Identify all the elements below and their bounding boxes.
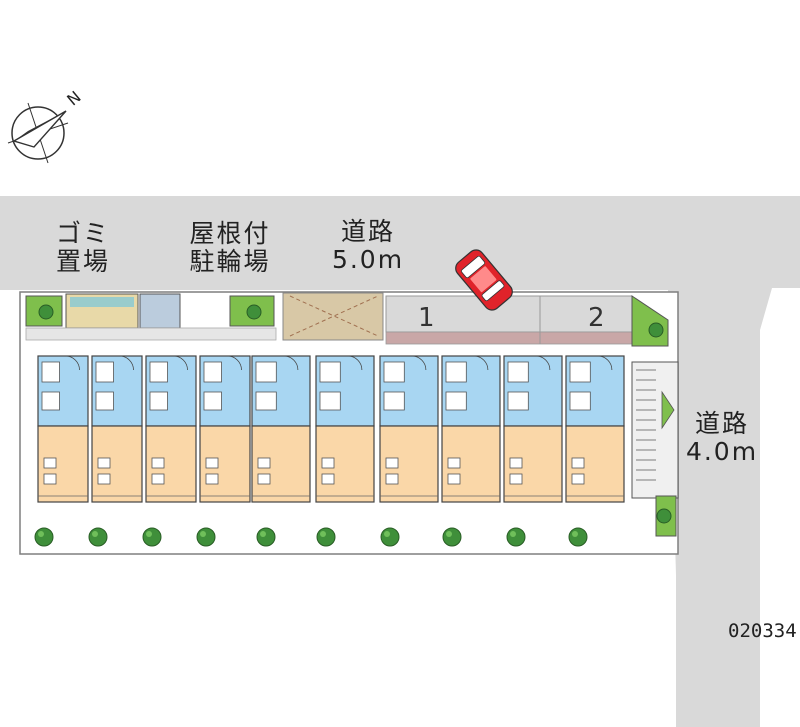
garbage-label: ゴミ 置場 <box>55 219 110 276</box>
road-top-label: 道路 5.0m <box>331 217 405 274</box>
tree-icon <box>196 527 216 547</box>
path-strip <box>25 327 277 341</box>
unit-left-3 <box>145 355 197 503</box>
stairs-icon <box>631 361 679 537</box>
tree-icon <box>142 527 162 547</box>
top-strip <box>25 293 277 341</box>
parking-space-2-label: 2 <box>588 303 605 333</box>
unit-right-5 <box>503 355 563 503</box>
unit-right-3 <box>379 355 439 503</box>
unit-right-2 <box>315 355 375 503</box>
road-right-label: 道路 4.0m <box>685 409 759 466</box>
unit-left-2 <box>91 355 143 503</box>
car-icon <box>455 249 513 311</box>
tree-icon <box>506 527 526 547</box>
tree-icon <box>38 304 54 320</box>
unit-right-4 <box>441 355 501 503</box>
tree-icon <box>316 527 336 547</box>
property-code: 020334 <box>728 620 797 642</box>
bin-enclosure <box>139 293 181 329</box>
tree-icon <box>34 527 54 547</box>
tree-icon <box>568 527 588 547</box>
parking-space-1-label: 1 <box>418 303 435 333</box>
tree-icon <box>442 527 462 547</box>
unit-right-6 <box>565 355 625 503</box>
bike-shelter-hatch <box>289 295 379 337</box>
road-top <box>0 196 800 727</box>
unit-left-1 <box>37 355 89 503</box>
parking-lot <box>385 295 633 333</box>
tree-icon <box>380 527 400 547</box>
unit-left-4 <box>199 355 251 503</box>
tree-icon <box>88 527 108 547</box>
tree-icon <box>656 508 672 524</box>
apartment-units <box>37 355 625 503</box>
unit-right-1 <box>251 355 311 503</box>
compass-icon <box>7 102 69 164</box>
tree-row <box>34 304 672 547</box>
bike-shelter-label: 屋根付 駐輪場 <box>189 219 271 276</box>
parking-curb <box>385 331 633 345</box>
tree-icon <box>256 527 276 547</box>
tree-icon <box>648 322 664 338</box>
walkway <box>22 504 654 522</box>
tree-icon <box>246 304 262 320</box>
